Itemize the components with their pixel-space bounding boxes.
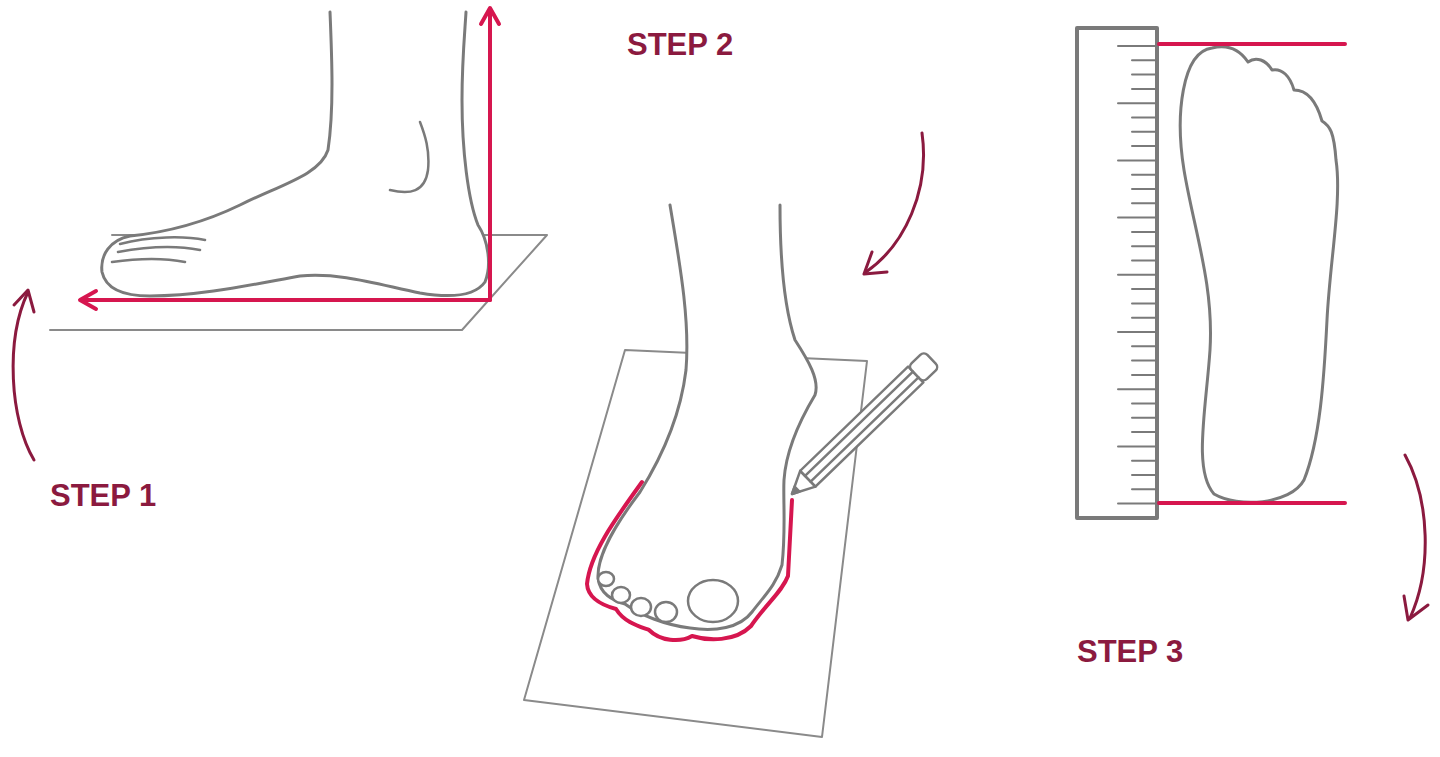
ruler-tick — [1118, 274, 1155, 276]
ruler-tick — [1118, 388, 1155, 390]
ruler-tick — [1132, 131, 1155, 133]
ruler-tick — [1132, 117, 1155, 119]
ruler-tick — [1132, 260, 1155, 262]
ruler-tick — [1132, 345, 1155, 347]
measure-line — [1159, 44, 1345, 503]
pencil — [784, 351, 939, 502]
ruler-tick — [1132, 174, 1155, 176]
ruler-tick — [1132, 403, 1155, 405]
ruler-tick — [1118, 102, 1155, 104]
ruler-tick — [1132, 288, 1155, 290]
curved-arrow — [866, 133, 923, 272]
ruler-tick — [1132, 360, 1155, 362]
toes — [598, 572, 738, 622]
arrow-head — [80, 291, 96, 309]
foot-sole — [1180, 47, 1337, 503]
ruler-tick — [1132, 317, 1155, 319]
ruler-tick — [1132, 431, 1155, 433]
ruler-tick — [1118, 445, 1155, 447]
foot-side — [102, 12, 489, 296]
ruler-tick — [1118, 159, 1155, 161]
arrow-head — [864, 252, 887, 274]
ruler-tick — [1132, 202, 1155, 204]
ruler-tick — [1132, 74, 1155, 76]
ruler-tick — [1132, 460, 1155, 462]
step-label: STEP 3 — [1077, 636, 1183, 667]
ruler-tick — [1132, 374, 1155, 376]
ruler-tick — [1132, 59, 1155, 61]
length-line — [82, 298, 490, 302]
ruler-tick — [1132, 488, 1155, 490]
arrow-head — [481, 8, 499, 24]
ruler-tick — [1118, 45, 1155, 47]
foot-top — [598, 205, 816, 629]
ruler-tick — [1132, 88, 1155, 90]
ruler-ticks — [1118, 46, 1155, 504]
ruler-tick — [1132, 417, 1155, 419]
ruler — [1077, 28, 1157, 518]
ruler-tick — [1118, 503, 1155, 505]
arrow-head — [14, 290, 34, 312]
ruler-tick — [1118, 331, 1155, 333]
ruler-tick — [1132, 145, 1155, 147]
step-label: STEP 1 — [50, 480, 156, 511]
step-label: STEP 2 — [627, 29, 733, 60]
arrow-head — [1404, 596, 1428, 620]
toe-lines — [112, 122, 428, 262]
ruler-tick — [1132, 188, 1155, 190]
ruler-tick — [1132, 474, 1155, 476]
ruler-tick — [1132, 245, 1155, 247]
curved-arrow — [1405, 455, 1425, 618]
ruler-tick — [1132, 231, 1155, 233]
ruler-tick — [1118, 217, 1155, 219]
curved-arrow — [13, 292, 34, 460]
height-line — [488, 10, 492, 300]
ruler-tick — [1132, 302, 1155, 304]
